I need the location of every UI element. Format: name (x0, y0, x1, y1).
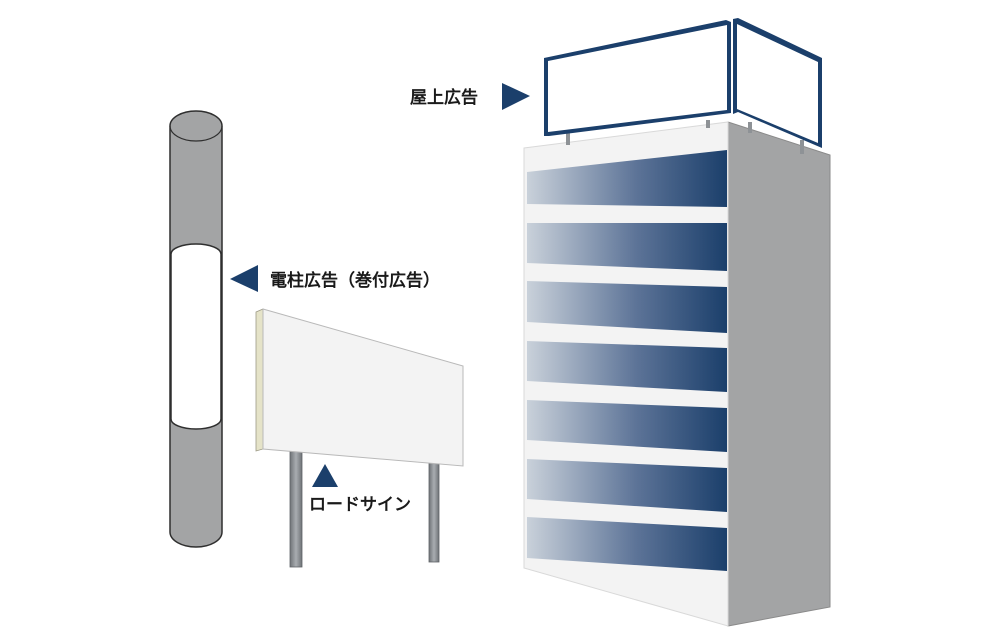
road-sign-callout: ロードサイン (309, 495, 411, 515)
pole-ad-callout: 電柱広告（巻付広告） (230, 265, 440, 292)
window-band (527, 281, 727, 333)
arrow-left-icon (230, 265, 258, 292)
building (523, 121, 831, 627)
window-band (527, 341, 727, 392)
window-band (527, 400, 727, 452)
window-band (527, 150, 727, 207)
rooftop-panel-side (737, 24, 818, 143)
road-sign (255, 308, 464, 568)
rooftop-support (706, 120, 710, 128)
window-band (527, 517, 727, 571)
road-sign-arrow-icon (312, 464, 338, 487)
pole-ad-label: 電柱広告（巻付広告） (270, 270, 440, 291)
rooftop-support (748, 122, 752, 133)
road-sign-label: ロードサイン (309, 495, 411, 515)
rooftop-ad-callout: 屋上広告 (410, 83, 530, 110)
window-band (527, 223, 727, 271)
building-side (727, 121, 831, 627)
road-sign-post-left (289, 449, 303, 568)
rooftop-support (566, 131, 570, 145)
road-sign-post-right (428, 453, 440, 563)
rooftop-support (800, 140, 804, 154)
rooftop-billboard (544, 18, 822, 154)
pole-wrap-ad-panel (170, 243, 222, 430)
arrow-right-icon (502, 83, 530, 110)
road-sign-board (262, 308, 464, 467)
building-window-bands (527, 150, 727, 571)
window-band (527, 459, 727, 512)
rooftop-panel-front (548, 25, 727, 132)
road-sign-board-edge (255, 308, 264, 452)
rooftop-ad-label: 屋上広告 (410, 87, 478, 108)
